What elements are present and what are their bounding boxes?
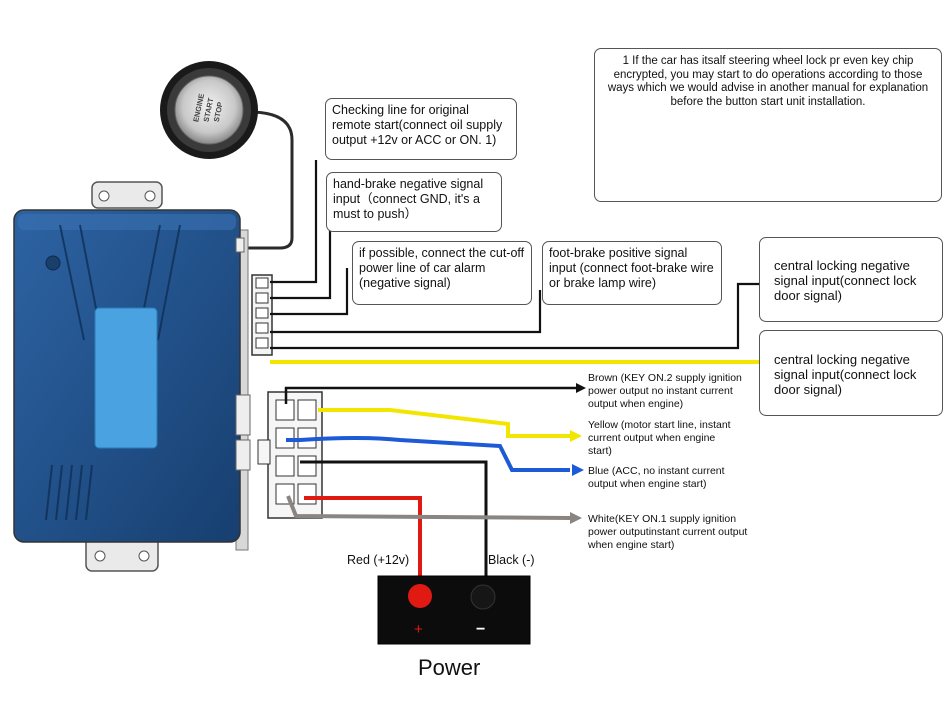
label-red: Red (+12v) — [347, 553, 410, 567]
callout-central-lock-2-text: central locking negative signal input(co… — [774, 352, 917, 397]
wire-central-lock-1 — [270, 282, 760, 350]
callout-hand-brake-text: hand-brake negative signal input（connect… — [333, 177, 484, 221]
module-window — [94, 307, 158, 449]
label-yellow: Yellow (motor start line, instant curren… — [588, 419, 731, 457]
wire-hand-brake — [270, 230, 332, 300]
wire-white — [286, 495, 571, 520]
wire-black — [300, 460, 488, 582]
callout-foot-brake: foot-brake positive signal input (connec… — [542, 241, 722, 305]
arrow-blue — [572, 464, 584, 476]
callout-checking-line-text: Checking line for original remote start(… — [332, 103, 503, 147]
callout-foot-brake-text: foot-brake positive signal input (connec… — [549, 246, 714, 290]
callout-central-lock-1-text: central locking negative signal input(co… — [774, 258, 917, 303]
wire-red — [304, 496, 422, 590]
module-mount-top — [91, 181, 163, 209]
button-text-stop: STOP — [212, 101, 225, 123]
signal-connector — [251, 274, 273, 356]
arrow-white — [570, 512, 582, 524]
label-white: White(KEY ON.1 supply ignition power out… — [588, 513, 748, 551]
arrow-yellow — [570, 430, 582, 442]
callout-cut-off: if possible, connect the cut-off power l… — [352, 241, 532, 305]
power-title: Power — [418, 655, 481, 680]
label-blue: Blue (ACC, no instant current output whe… — [588, 465, 725, 490]
callout-central-lock-2: central locking negative signal input(co… — [759, 330, 943, 416]
wire-foot-brake — [270, 290, 542, 334]
battery-plus: + — [414, 621, 423, 638]
wire-checking-line — [270, 160, 318, 284]
arrow-brown — [576, 383, 586, 393]
callout-cut-off-text: if possible, connect the cut-off power l… — [359, 246, 525, 290]
signal-wires — [270, 160, 760, 350]
engine-start-button — [160, 61, 258, 159]
wire-blue — [286, 436, 570, 472]
callout-hand-brake: hand-brake negative signal input（connect… — [326, 172, 502, 232]
battery-minus: − — [476, 621, 485, 638]
callout-checking-line: Checking line for original remote start(… — [325, 98, 517, 160]
label-brown: Brown (KEY ON.2 supply ignition power ou… — [588, 372, 742, 410]
battery — [377, 575, 531, 645]
control-module — [13, 209, 251, 551]
wire-brown — [284, 386, 578, 404]
note-text: 1 If the car has itsalf steering wheel l… — [607, 55, 929, 108]
wire-yellow — [318, 408, 570, 438]
label-black: Black (-) — [488, 553, 535, 567]
callout-central-lock-1: central locking negative signal input(co… — [759, 237, 943, 322]
note-box: 1 If the car has itsalf steering wheel l… — [594, 48, 942, 202]
wire-cut-off — [270, 268, 349, 316]
button-cable — [236, 110, 294, 250]
